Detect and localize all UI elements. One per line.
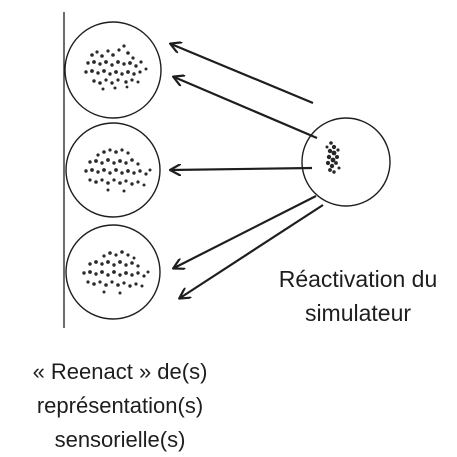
simulator-caption: Réactivation du simulateur <box>258 262 457 330</box>
sensory-representation-circle-3 <box>65 224 161 320</box>
reenact-caption-line-3: sensorielle(s) <box>54 427 186 452</box>
sensory-representation-circle-2 <box>65 122 161 218</box>
arrow-to-circle-1-a <box>171 44 314 105</box>
neural-pattern-3 <box>82 250 150 295</box>
sensory-representation-circle-1 <box>64 21 162 119</box>
arrow-to-circle-3-b <box>180 204 324 298</box>
reenact-caption-line-1: « Reenact » de(s) <box>32 359 208 384</box>
simulator-caption-line-2: simulateur <box>304 300 412 326</box>
arrow-to-circle-2 <box>171 168 313 170</box>
simulator-pattern <box>325 141 341 174</box>
arrow-to-circle-3-a <box>174 195 317 268</box>
neural-pattern-1 <box>84 44 148 91</box>
neural-pattern-2 <box>84 148 152 193</box>
reenact-caption-line-2: représentation(s) <box>36 393 204 418</box>
reenact-caption: « Reenact » de(s) représentation(s) sens… <box>0 355 240 457</box>
simulator-caption-line-1: Réactivation du <box>278 266 438 292</box>
arrow-to-circle-1-b <box>174 77 318 140</box>
simulator-circle <box>301 117 391 207</box>
